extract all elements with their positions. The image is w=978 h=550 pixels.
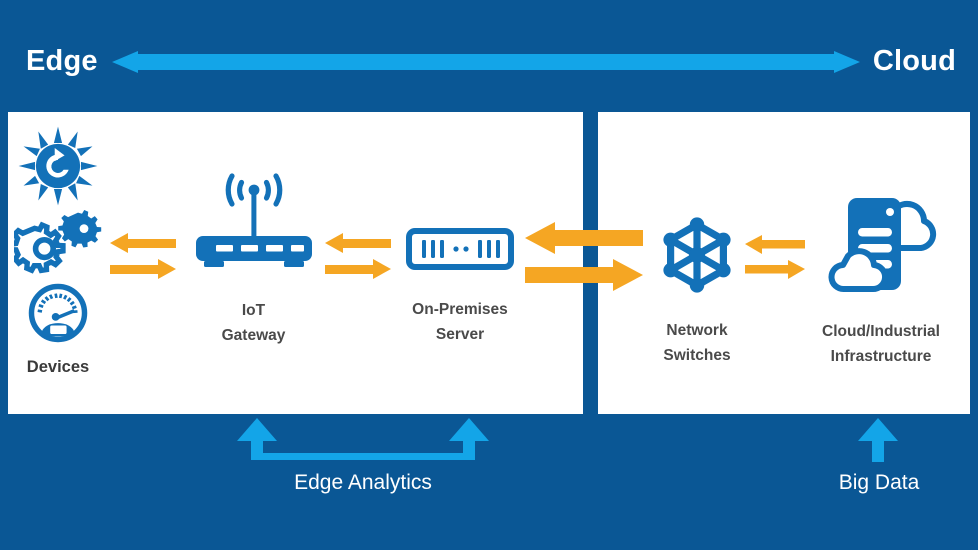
gears-icon [14, 210, 102, 274]
cloud-panel [598, 112, 970, 414]
header-cloud-label: Cloud [872, 45, 956, 77]
network-mesh-icon [663, 217, 731, 293]
node-iot-gateway[interactable]: IoT Gateway [186, 168, 321, 348]
network-switches-label: Network Switches [663, 322, 731, 364]
on-premises-server-label: On-Premises Server [412, 301, 508, 343]
edge-analytics-label: Edge Analytics [294, 471, 432, 494]
server-icon [406, 228, 514, 270]
cloud-server-icon [828, 198, 937, 293]
arrows-gateway-to-server-icon [325, 233, 391, 279]
big-data-arrow-icon [858, 418, 898, 462]
iot-gateway-label: IoT Gateway [221, 302, 286, 344]
edge-cloud-double-arrow-icon [112, 51, 860, 73]
gauge-icon [28, 283, 88, 343]
node-on-premises-server[interactable]: On-Premises Server [390, 228, 530, 347]
sun-refresh-icon [18, 126, 98, 206]
big-data-label: Big Data [838, 471, 920, 494]
arrows-devices-to-gateway-icon [110, 233, 176, 279]
wireless-router-icon [195, 173, 312, 267]
arrows-server-to-switches-icon [525, 222, 643, 291]
edge-analytics-bracket-icon [237, 418, 489, 460]
gateway-icon-box [186, 168, 321, 278]
switches-icon-box [627, 215, 767, 300]
arrows-switches-to-cloud-icon [745, 235, 805, 279]
devices-icon-stack [8, 125, 108, 351]
header-band: Edge Cloud [0, 0, 978, 103]
node-devices[interactable]: Devices [8, 125, 108, 380]
node-network-switches[interactable]: Network Switches [627, 215, 767, 368]
devices-label: Devices [26, 358, 90, 376]
node-cloud-industrial-infrastructure[interactable]: Cloud/Industrial Infrastructure [795, 188, 967, 369]
header-edge-label: Edge [26, 45, 98, 77]
panel-divider [583, 105, 591, 421]
cloudinfra-icon-box [795, 188, 967, 303]
cloud-industrial-infrastructure-label: Cloud/Industrial Infrastructure [822, 323, 940, 365]
onprem-icon-box [390, 228, 530, 275]
